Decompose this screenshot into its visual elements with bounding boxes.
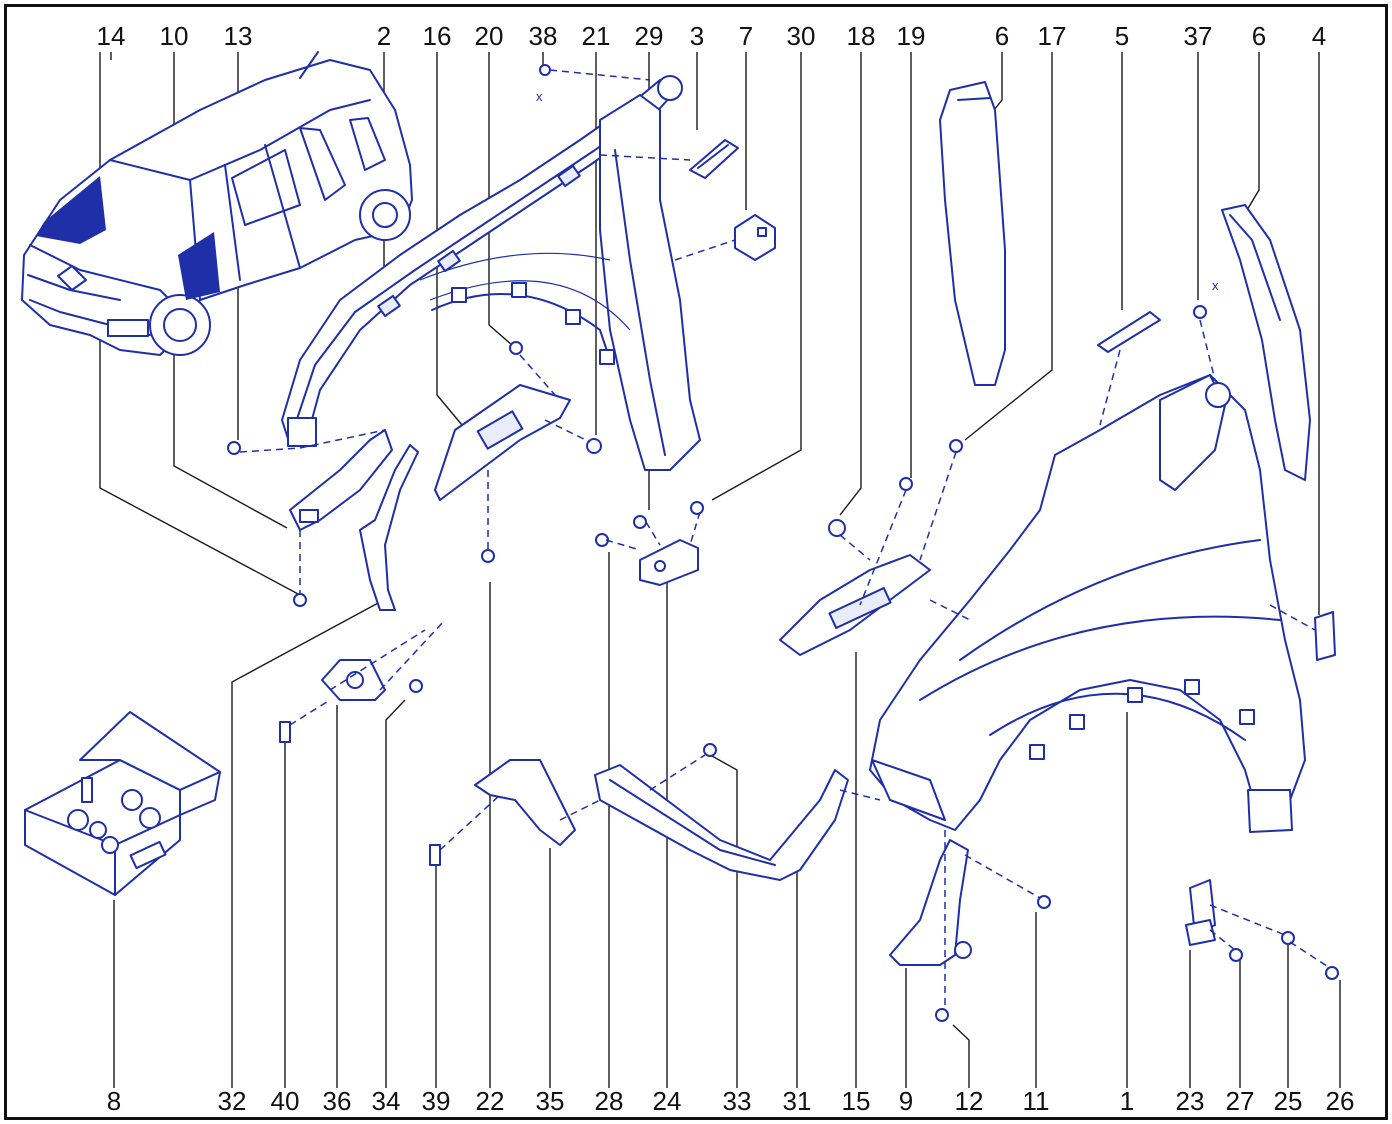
part-24-bracket xyxy=(639,539,699,586)
callout-27: 27 xyxy=(1226,1086,1255,1116)
part-7-bracket xyxy=(734,214,776,261)
part-32-bar xyxy=(359,444,419,611)
callout-7: 7 xyxy=(739,21,753,51)
callout-8: 8 xyxy=(107,1086,121,1116)
callout-5: 5 xyxy=(1115,21,1129,51)
part-31-lower-bar xyxy=(594,764,849,881)
fastener-25 xyxy=(1281,931,1295,945)
callout-40: 40 xyxy=(271,1086,300,1116)
callout-36: 36 xyxy=(323,1086,352,1116)
fastener-13 xyxy=(227,441,241,455)
inner-panel-29 xyxy=(419,94,701,471)
part-5-clip xyxy=(1097,311,1161,353)
fastener-34 xyxy=(409,679,423,693)
part-10-bracket xyxy=(289,429,393,531)
callout-14: 14 xyxy=(97,21,126,51)
fasteners: x xyxy=(227,64,1339,1022)
fastener-38 xyxy=(539,64,551,76)
part-9-bracket xyxy=(889,839,972,966)
fastener-40 xyxy=(279,721,291,743)
callout-30: 30 xyxy=(787,21,816,51)
callout-18: 18 xyxy=(847,21,876,51)
callout-15: 15 xyxy=(842,1086,871,1116)
callout-2: 2 xyxy=(377,21,391,51)
callout-9: 9 xyxy=(899,1086,913,1116)
fastener-19 xyxy=(899,477,913,491)
part-15-bracket xyxy=(779,554,931,656)
leader-lines xyxy=(99,52,1341,1088)
fastener-20 xyxy=(509,341,523,355)
vehicle-illustration xyxy=(21,51,413,356)
fastener-12 xyxy=(935,1008,949,1022)
fastener-27 xyxy=(1229,948,1243,962)
fastener-11 xyxy=(1037,895,1051,909)
callout-12: 12 xyxy=(955,1086,984,1116)
callout-25: 25 xyxy=(1274,1086,1303,1116)
fastener-21 xyxy=(586,438,602,454)
callout-37: 37 xyxy=(1184,21,1213,51)
part-3-bracket xyxy=(689,139,739,179)
part-4-bracket xyxy=(1314,611,1336,661)
callout-39: 39 xyxy=(422,1086,451,1116)
part-37-screw: x xyxy=(1193,278,1219,319)
part-35-bracket xyxy=(474,759,576,846)
callout-28: 28 xyxy=(595,1086,624,1116)
callout-20: 20 xyxy=(475,21,504,51)
callout-32: 32 xyxy=(218,1086,247,1116)
fastener-14 xyxy=(293,593,307,607)
callout-21: 21 xyxy=(582,21,611,51)
callout-29: 29 xyxy=(635,21,664,51)
callout-6: 6 xyxy=(995,21,1009,51)
part-16-bracket xyxy=(434,384,571,501)
callout-26: 26 xyxy=(1326,1086,1355,1116)
fastener-26 xyxy=(1325,966,1339,980)
callout-17: 17 xyxy=(1038,21,1067,51)
callout-11: 11 xyxy=(1023,1086,1050,1116)
fastener-17 xyxy=(949,439,963,453)
axis-mark-x-right: x xyxy=(1212,278,1219,293)
callout-22: 22 xyxy=(476,1086,505,1116)
part-23-bracket xyxy=(1185,879,1216,946)
callouts-top: 14 10 13 2 16 20 38 21 29 3 7 30 18 19 6… xyxy=(97,21,1327,51)
fastener-29 xyxy=(633,515,647,529)
part-6-strip-left xyxy=(939,81,1006,386)
callout-13: 13 xyxy=(224,21,253,51)
callout-16: 16 xyxy=(423,21,452,51)
fastener-39 xyxy=(429,844,441,866)
part-6-strip-right xyxy=(1221,204,1311,481)
fastener-22 xyxy=(481,549,495,563)
fastener-33 xyxy=(703,743,717,757)
callout-23: 23 xyxy=(1176,1086,1205,1116)
part-8-hardware-box xyxy=(24,711,221,896)
callout-3: 3 xyxy=(690,21,704,51)
callout-35: 35 xyxy=(536,1086,565,1116)
part-1-fender xyxy=(869,374,1306,833)
callouts-bottom: 8 32 40 36 34 39 22 35 28 24 33 31 15 9 … xyxy=(107,1086,1355,1116)
callout-19: 19 xyxy=(897,21,926,51)
assembly-lines xyxy=(239,69,1331,1010)
callout-38: 38 xyxy=(529,21,558,51)
axis-mark-x-left: x xyxy=(536,89,543,104)
fastener-30 xyxy=(690,501,704,515)
callout-1: 1 xyxy=(1120,1086,1134,1116)
callout-24: 24 xyxy=(653,1086,682,1116)
callout-31: 31 xyxy=(783,1086,812,1116)
callout-34: 34 xyxy=(372,1086,401,1116)
callout-4: 4 xyxy=(1312,21,1326,51)
callout-33: 33 xyxy=(723,1086,752,1116)
fastener-18 xyxy=(828,519,846,537)
callout-10: 10 xyxy=(160,21,189,51)
callout-6b: 6 xyxy=(1252,21,1266,51)
part-36-bracket xyxy=(321,659,386,701)
